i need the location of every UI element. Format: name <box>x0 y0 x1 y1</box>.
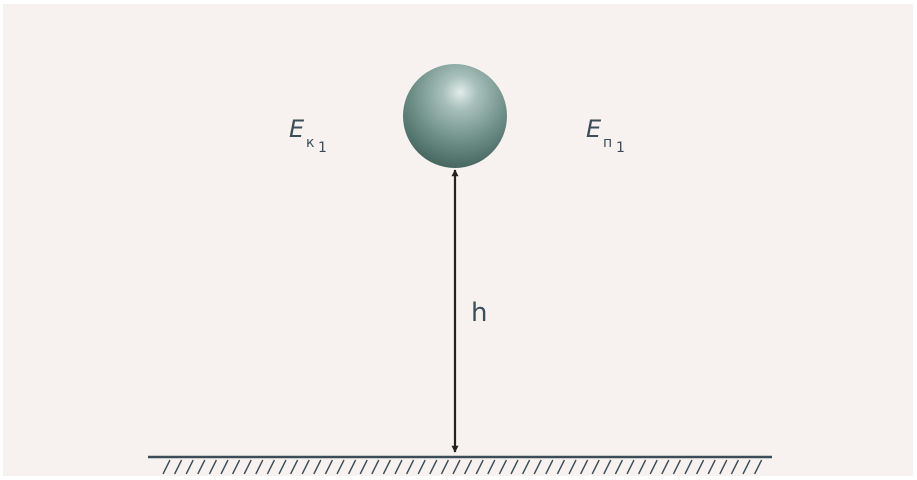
hatch-mark <box>591 459 600 475</box>
hatch-mark <box>266 459 276 475</box>
hatch-mark <box>649 459 658 475</box>
hatch-mark <box>313 459 322 475</box>
hatch-mark <box>672 459 682 475</box>
hatch-mark <box>695 459 705 475</box>
hatch-mark <box>475 459 484 475</box>
hatch-mark <box>382 459 392 475</box>
hatch-mark <box>429 459 438 475</box>
hatch-mark <box>533 459 542 475</box>
hatch-mark <box>661 459 670 475</box>
hatch-mark <box>742 459 751 475</box>
potential-energy-symbol: E <box>586 115 602 143</box>
hatch-mark <box>487 459 496 475</box>
hatch-mark <box>440 459 450 475</box>
hatch-mark <box>324 459 334 475</box>
hatch-mark <box>498 459 508 475</box>
hatch-mark <box>208 459 218 475</box>
hatch-mark <box>521 459 531 475</box>
hatch-mark <box>452 459 461 475</box>
hatch-mark <box>347 459 357 475</box>
hatch-mark <box>359 459 368 475</box>
hatch-mark <box>719 459 728 475</box>
hatch-mark <box>162 459 171 475</box>
hatch-mark <box>579 459 589 475</box>
potential-energy-index: 1 <box>616 140 625 156</box>
hatch-mark <box>231 459 241 475</box>
kinetic-energy-symbol: E <box>289 115 305 143</box>
hatch-mark <box>417 459 426 475</box>
hatch-mark <box>707 459 716 475</box>
hatch-mark <box>603 459 612 475</box>
hatch-mark <box>730 459 740 475</box>
hatch-mark <box>255 459 264 475</box>
hatch-mark <box>753 459 763 475</box>
hatch-mark <box>371 459 380 475</box>
hatch-mark <box>637 459 647 475</box>
ground-hatching <box>162 459 763 475</box>
potential-energy-label: E п 1 <box>586 115 625 156</box>
hatch-mark <box>545 459 554 475</box>
ball <box>403 64 507 168</box>
kinetic-energy-subscript: к <box>306 135 314 151</box>
hatch-mark <box>336 459 345 475</box>
hatch-mark <box>220 459 229 475</box>
hatch-mark <box>684 459 693 475</box>
hatch-mark <box>301 459 310 475</box>
hatch-mark <box>626 459 635 475</box>
hatch-mark <box>614 459 624 475</box>
kinetic-energy-label: E к 1 <box>289 115 327 156</box>
hatch-mark <box>289 459 299 475</box>
hatch-mark <box>405 459 415 475</box>
hatch-mark <box>185 459 194 475</box>
potential-energy-subscript: п <box>603 135 612 151</box>
hatch-mark <box>197 459 206 475</box>
hatch-mark <box>173 459 183 475</box>
hatch-mark <box>568 459 577 475</box>
hatch-mark <box>394 459 403 475</box>
hatch-mark <box>243 459 252 475</box>
hatch-mark <box>510 459 519 475</box>
hatch-mark <box>278 459 287 475</box>
kinetic-energy-index: 1 <box>318 140 327 156</box>
hatch-mark <box>556 459 566 475</box>
hatch-mark <box>463 459 473 475</box>
height-label: h <box>471 298 487 328</box>
